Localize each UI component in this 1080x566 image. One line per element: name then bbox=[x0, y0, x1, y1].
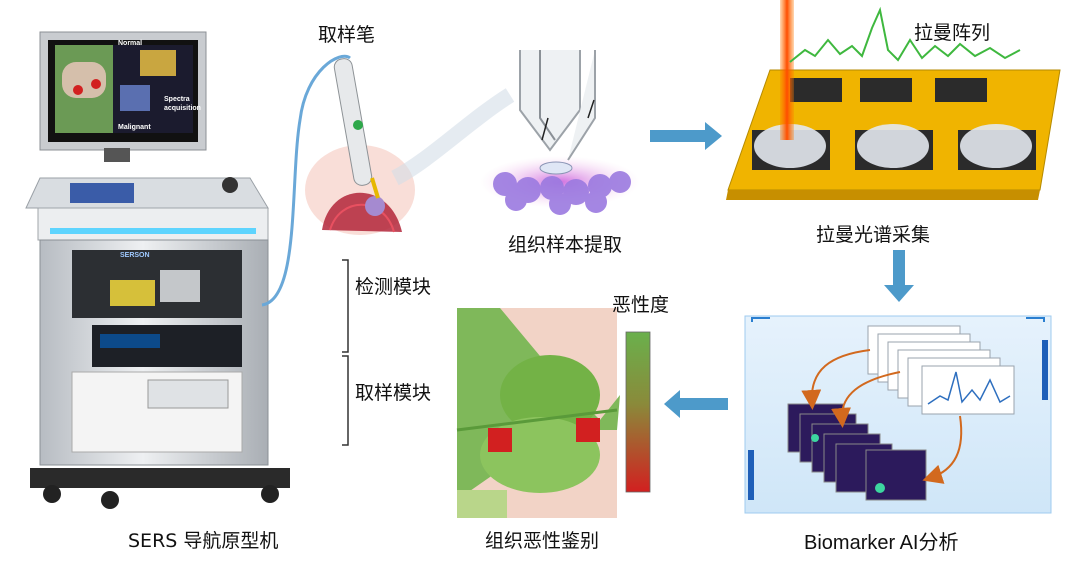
prototype-label: SERS 导航原型机 bbox=[128, 530, 279, 552]
ai-analysis-panel bbox=[744, 315, 1052, 514]
flow-arrows bbox=[650, 122, 914, 418]
monitor-acquisition-label: acquisition bbox=[164, 105, 201, 112]
pen-cable bbox=[261, 54, 351, 307]
ai-analysis-label: Biomarker AI分析 bbox=[804, 532, 959, 554]
malignancy-label: 恶性度 bbox=[612, 294, 670, 316]
tissue-malignancy-map bbox=[456, 308, 620, 518]
tissue-extraction-label: 组织样本提取 bbox=[508, 234, 623, 256]
monitor-normal-label: Normal bbox=[118, 40, 143, 47]
sampling-pen-label: 取样笔 bbox=[318, 24, 376, 46]
sampling-module-label: 取样模块 bbox=[355, 382, 432, 404]
raman-array-chip bbox=[726, 0, 1061, 200]
module-bracket bbox=[342, 259, 349, 446]
malignancy-colorbar bbox=[625, 331, 651, 493]
tissue-extraction-illustration bbox=[480, 50, 640, 215]
monitor-spectra-label: Spectra bbox=[164, 96, 190, 103]
monitor-malignant-label: Malignant bbox=[118, 124, 151, 131]
detection-module-label: 检测模块 bbox=[355, 276, 432, 298]
raman-acquisition-label: 拉曼光谱采集 bbox=[816, 224, 931, 246]
sampling-pen-illustration bbox=[305, 58, 515, 235]
device-badge: SERSON bbox=[120, 252, 150, 259]
tissue-identification-label: 组织恶性鉴别 bbox=[485, 530, 600, 552]
raman-array-label: 拉曼阵列 bbox=[914, 22, 991, 44]
sers-prototype-machine bbox=[25, 31, 290, 509]
